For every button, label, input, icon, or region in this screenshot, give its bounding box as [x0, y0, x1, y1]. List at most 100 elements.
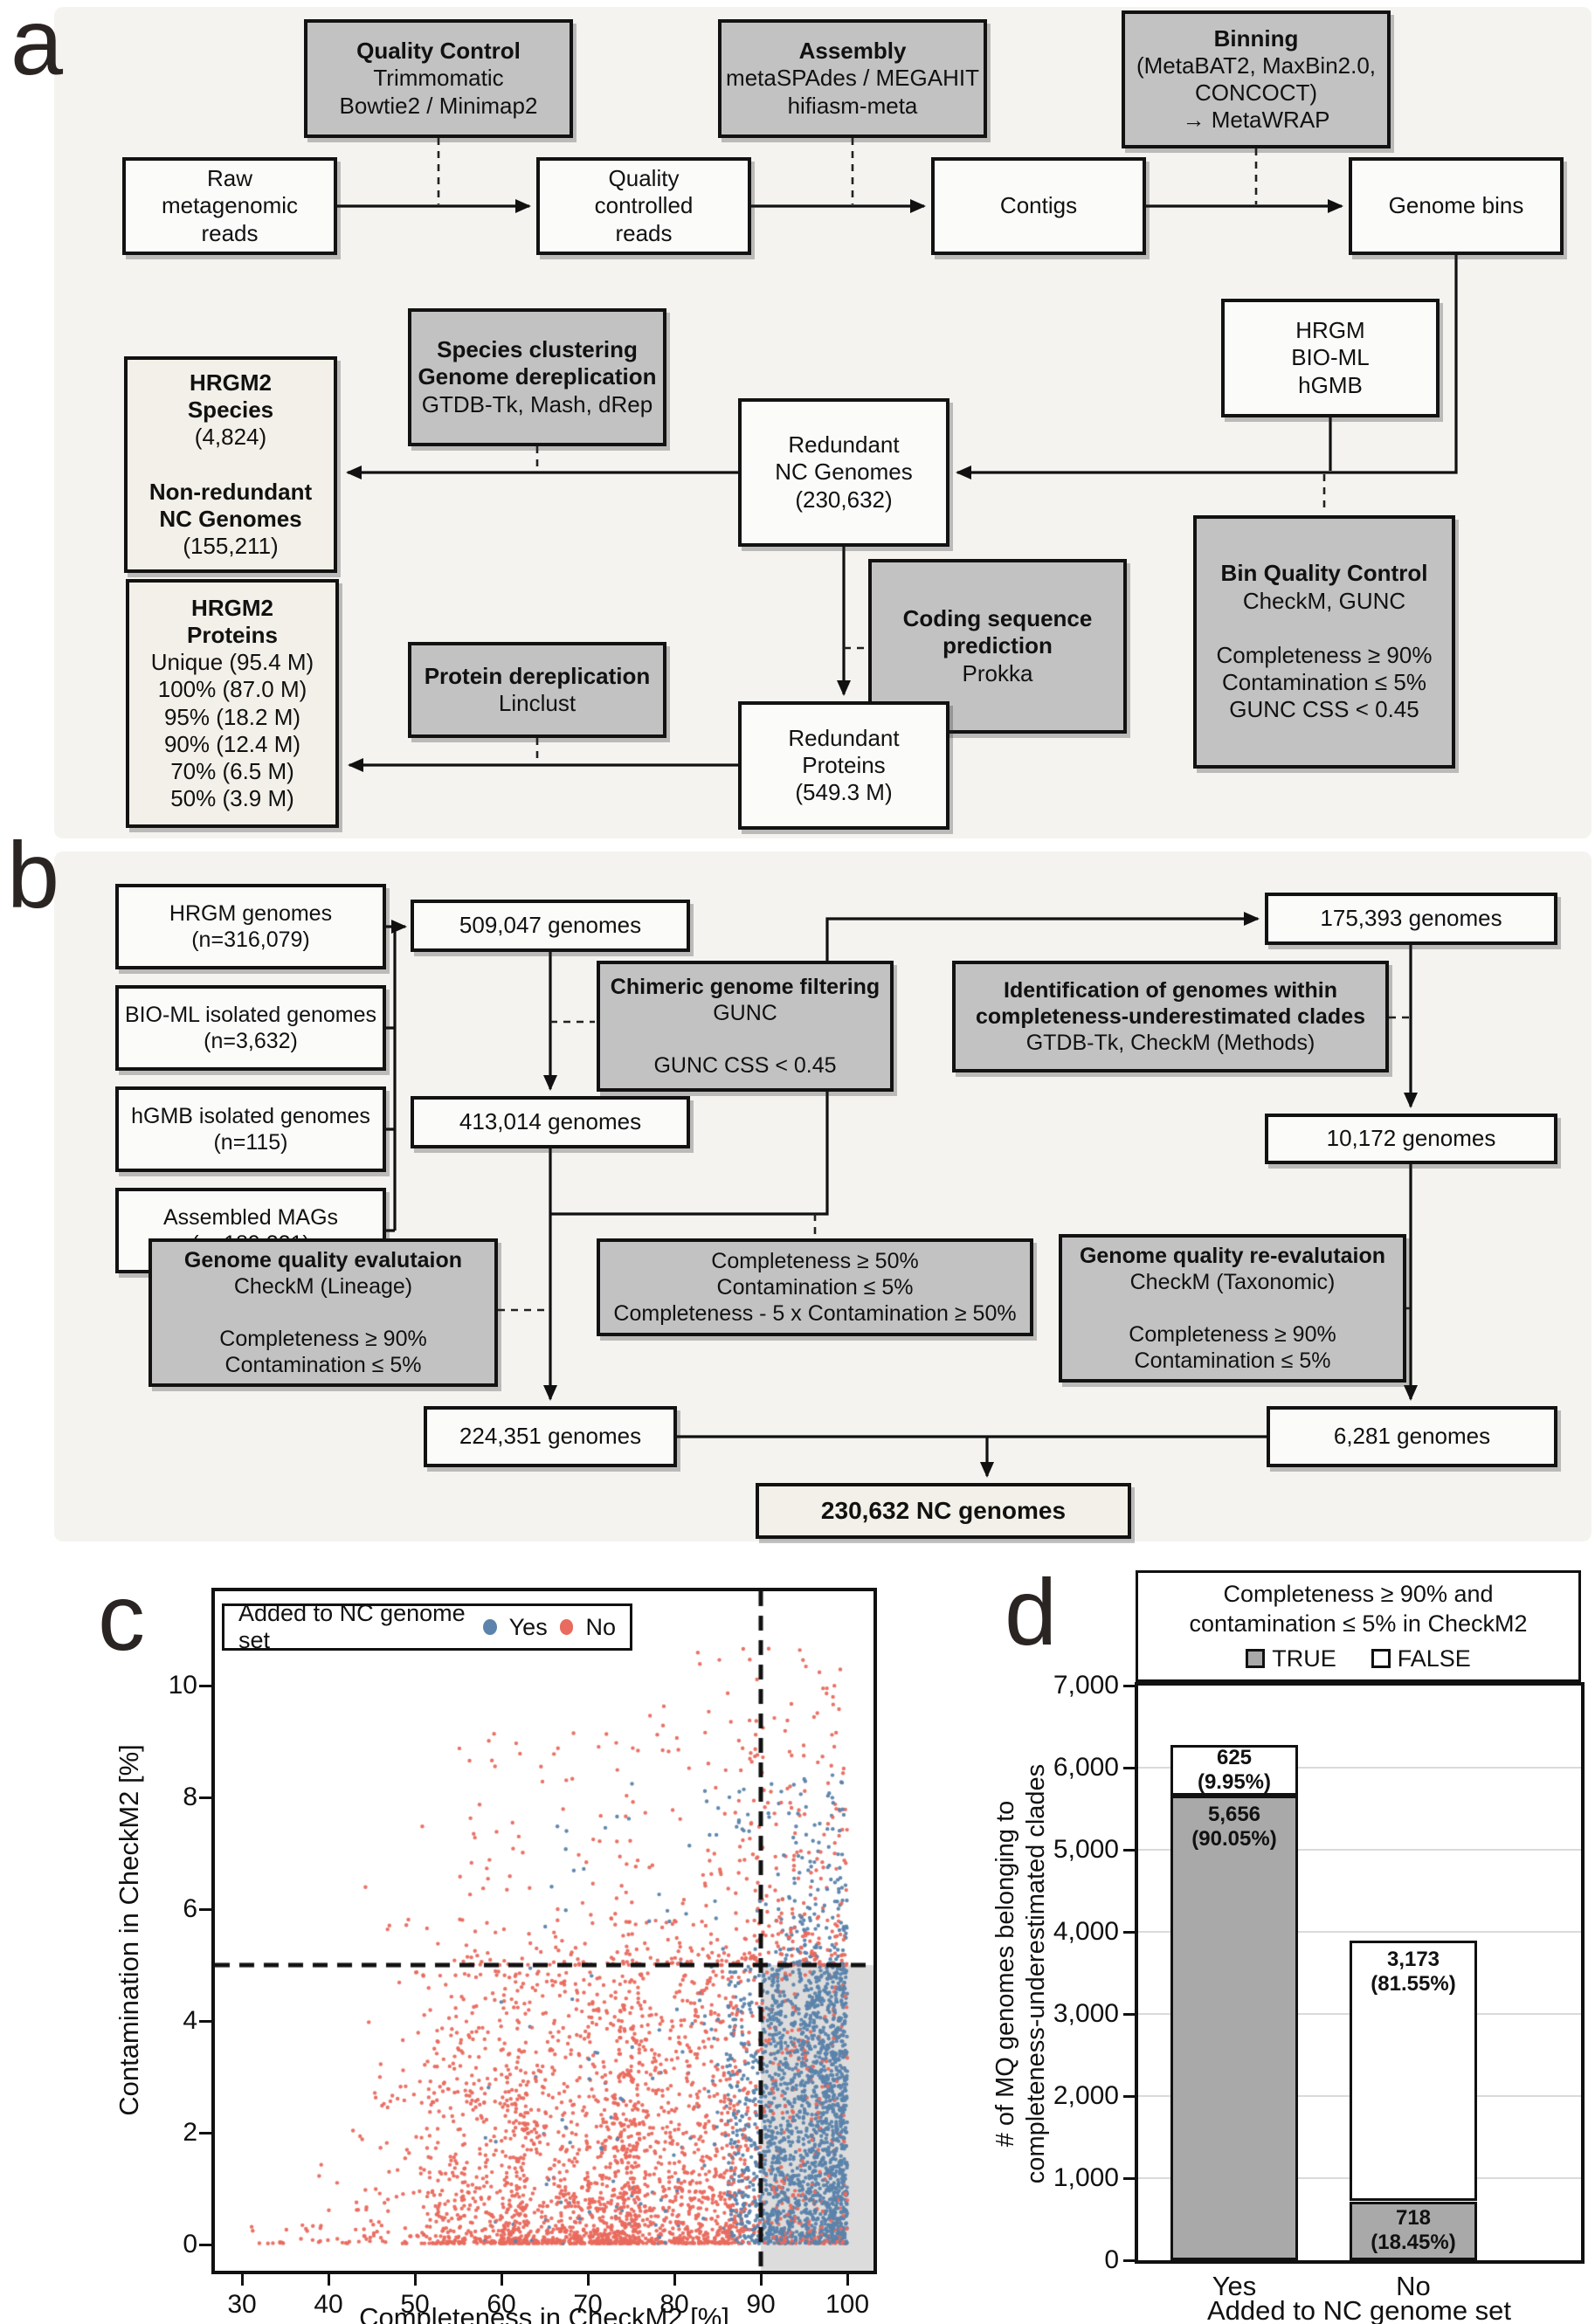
input-box-hrgm-genomes: HRGM genomes(n=316,079) [115, 884, 386, 969]
tick-label-x: 100 [825, 2290, 870, 2319]
node-contigs: Contigs [931, 157, 1146, 255]
tick-label-y: 4,000 [1053, 1917, 1119, 1946]
node-10172-genomes: 10,172 genomes [1265, 1114, 1557, 1164]
scatter-legend: Added to NC genome set Yes No [222, 1600, 632, 1653]
tick-mark [1123, 1930, 1136, 1934]
tick-mark [846, 2274, 849, 2286]
tick-label-x: 40 [314, 2290, 343, 2319]
node-genome-bins: Genome bins [1349, 157, 1564, 255]
bar-segment [1170, 1796, 1298, 2260]
tick-mark [199, 1907, 211, 1911]
tick-mark [1123, 2094, 1136, 2098]
process-box-binning: Binning(MetaBAT2, MaxBin2.0,CONCOCT)→ Me… [1122, 10, 1391, 148]
tick-mark [413, 2274, 417, 2286]
tick-mark [240, 2274, 244, 2286]
tick-mark [1123, 2012, 1136, 2016]
tick-label-y: 3,000 [1053, 1999, 1119, 2028]
tick-mark [199, 1684, 211, 1687]
gridline [1138, 1931, 1581, 1933]
bar-legend-false-label: FALSE [1397, 1645, 1471, 1672]
bar-legend-title-line1: Completeness ≥ 90% and [1223, 1581, 1494, 1607]
tick-mark [199, 2131, 211, 2134]
tick-label-y: 2 [183, 2118, 197, 2147]
tick-mark [199, 2019, 211, 2023]
tick-mark [1123, 1848, 1136, 1852]
tick-mark [1123, 1766, 1136, 1769]
result-box-230632-nc-genomes: 230,632 NC genomes [756, 1483, 1131, 1539]
tick-mark [673, 2274, 676, 2286]
tick-mark [759, 2274, 763, 2286]
bar-legend-true-label: TRUE [1272, 1645, 1336, 1672]
tick-label-x: 60 [487, 2290, 516, 2319]
bar-legend: Completeness ≥ 90% and contamination ≤ 5… [1136, 1570, 1581, 1682]
node-6281-genomes: 6,281 genomes [1267, 1406, 1557, 1467]
input-box-bioml-genomes: BIO-ML isolated genomes(n=3,632) [115, 985, 386, 1071]
panel-c-label: c [98, 1564, 145, 1670]
legend-dot-no-icon [559, 1619, 574, 1635]
legend-square-false-icon [1371, 1649, 1391, 1669]
tick-label-x: 90 [746, 2290, 776, 2319]
tick-mark [1123, 1684, 1136, 1687]
node-509047-genomes: 509,047 genomes [411, 900, 690, 952]
tick-label-x: 80 [659, 2290, 689, 2319]
panel-b-label: b [7, 822, 60, 928]
process-box-completeness-criteria: Completeness ≥ 50%Contamination ≤ 5%Comp… [597, 1238, 1033, 1336]
tick-mark [1123, 2176, 1136, 2180]
bar-label: 5,656(90.05%) [1191, 1803, 1277, 1852]
scatter-legend-yes-label: Yes [508, 1613, 548, 1640]
tick-mark [199, 1796, 211, 1799]
tick-label-y: 7,000 [1053, 1671, 1119, 1700]
tick-label-y: 0 [183, 2230, 197, 2258]
bar-segment [1350, 2201, 1477, 2260]
tick-mark [327, 2274, 330, 2286]
tick-mark [1123, 2258, 1136, 2262]
tick-label-y: 10 [168, 1671, 197, 1700]
bar-legend-title-line2: contamination ≤ 5% in CheckM2 [1189, 1610, 1528, 1637]
legend-dot-yes-icon [482, 1619, 497, 1635]
tick-label-y: 6 [183, 1894, 197, 1923]
panel-a-label: a [10, 0, 64, 94]
tick-label-y: 2,000 [1053, 2081, 1119, 2110]
bar-x-axis-title: Added to NC genome set [1206, 2295, 1512, 2324]
gridline [1138, 1849, 1581, 1851]
tick-label-y: 6,000 [1053, 1753, 1119, 1782]
scatter-plot-frame [211, 1588, 877, 2274]
scatter-point-cloud [215, 1591, 873, 2271]
scatter-legend-title: Added to NC genome set [238, 1600, 466, 1653]
tick-label-x: 30 [227, 2290, 257, 2319]
node-224351-genomes: 224,351 genomes [424, 1406, 677, 1467]
tick-label-x: 70 [573, 2290, 603, 2319]
tick-label-y: 5,000 [1053, 1835, 1119, 1864]
bar-segment [1350, 1941, 1477, 2202]
node-175393-genomes: 175,393 genomes [1265, 893, 1557, 945]
bar-label: 3,173(81.55%) [1371, 1948, 1456, 1996]
node-413014-genomes: 413,014 genomes [411, 1096, 690, 1148]
tick-label-y: 1,000 [1053, 2163, 1119, 2192]
cat-label: Yes [1212, 2271, 1257, 2301]
tick-mark [500, 2274, 503, 2286]
tick-label-y: 8 [183, 1783, 197, 1811]
tick-label-y: 4 [183, 2006, 197, 2035]
tick-mark [586, 2274, 590, 2286]
bar-label: 625(9.95%) [1197, 1745, 1272, 1794]
gridline [1138, 1767, 1581, 1769]
scatter-x-axis-title: Completeness in CheckM2 [%] [359, 2302, 729, 2324]
panel-d-label: d [1005, 1559, 1058, 1665]
cat-label: No [1396, 2271, 1431, 2301]
scatter-legend-no-label: No [585, 1613, 616, 1640]
